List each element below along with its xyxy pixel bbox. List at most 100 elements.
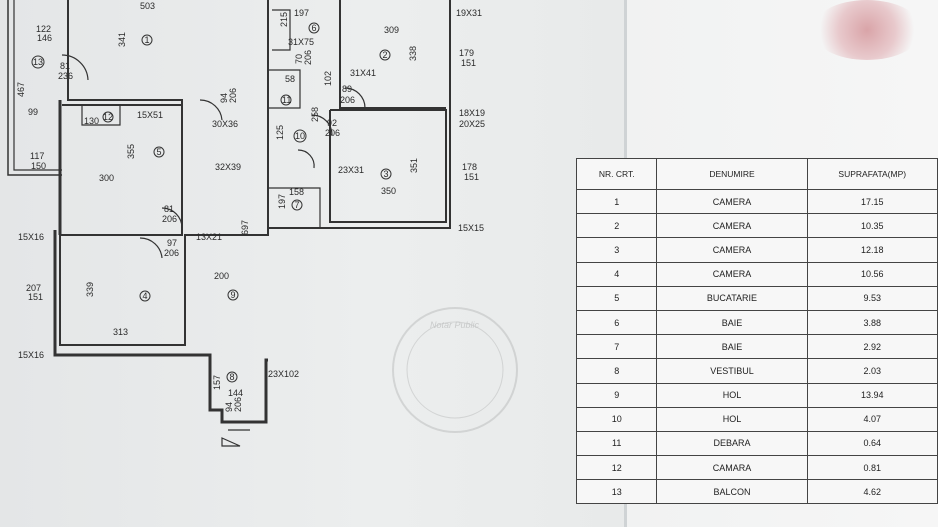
cell-name: CAMARA (656, 455, 808, 481)
dim-117: 117 (30, 151, 44, 161)
room-8-number: 8 (230, 372, 235, 382)
dim-197: 197 (294, 8, 309, 18)
dim-206b: 206 (340, 95, 355, 105)
dim-94a: 94 (219, 93, 229, 103)
notary-stamp: Notar Public (392, 307, 518, 433)
room-12-number: 12 (103, 112, 113, 122)
dim-130: 130 (84, 116, 99, 126)
dim-99: 99 (28, 107, 38, 117)
room-9-number: 9 (231, 290, 236, 300)
cell-name: CAMERA (656, 188, 808, 215)
dim-200: 200 (214, 271, 229, 281)
cell-nr: 12 (575, 455, 658, 481)
room-3-number: 3 (384, 169, 389, 179)
cell-name: HOL (656, 382, 808, 408)
dim-178: 178 (462, 162, 477, 172)
dim-503: 503 (140, 1, 155, 11)
dim-20x25: 20X25 (459, 119, 485, 129)
dim-151c: 151 (28, 292, 43, 302)
cell-name: CAMERA (656, 237, 808, 263)
header-name: DENUMIRE (656, 158, 808, 190)
dim-313: 313 (113, 327, 128, 337)
cell-name: DEBARA (656, 430, 808, 457)
dim-350: 350 (381, 186, 396, 196)
cell-name: CAMERA (656, 213, 808, 239)
dim-15x16a: 15X16 (18, 232, 44, 242)
dim-300: 300 (99, 173, 114, 183)
floor-plan: Notar Public 1 2 (7, 0, 518, 447)
dim-30x36: 30X36 (212, 119, 238, 129)
dim-157: 157 (212, 375, 222, 390)
cell-nr: 13 (575, 479, 658, 505)
cell-area: 10.56 (806, 261, 938, 287)
cell-name: VESTIBUL (656, 358, 808, 384)
room-2-number: 2 (383, 50, 388, 60)
room-11-number: 11 (282, 95, 291, 105)
cell-area: 2.03 (806, 358, 938, 384)
dim-339: 339 (85, 282, 95, 297)
dim-258: 258 (310, 107, 320, 122)
stamp-text: Notar Public (430, 320, 480, 330)
dim-81a: 81 (60, 61, 70, 71)
dim-467: 467 (16, 82, 26, 97)
dim-144: 144 (228, 388, 243, 398)
dim-15x51: 15X51 (137, 110, 163, 120)
dim-122: 122 (36, 24, 51, 34)
dim-206f: 206 (164, 248, 179, 258)
cell-area: 0.81 (806, 455, 938, 481)
cell-name: CAMERA (656, 261, 808, 287)
dim-215: 215 (279, 12, 289, 27)
room-numbers: 1 2 3 4 5 6 7 8 9 10 11 12 13 (31, 22, 392, 383)
cell-area: 9.53 (806, 285, 938, 311)
dim-206d: 206 (325, 128, 340, 138)
cell-name: BALCON (656, 479, 808, 505)
dim-338: 338 (408, 46, 418, 61)
dim-206a: 206 (303, 50, 313, 65)
cell-area: 12.18 (806, 237, 938, 263)
dim-70: 70 (294, 54, 304, 64)
room-7-number: 7 (295, 200, 300, 210)
dimension-labels: 503 341 197 215 309 338 19X31 179 151 12… (16, 1, 485, 412)
dim-18x19: 18X19 (459, 108, 485, 118)
cell-area: 10.35 (806, 213, 938, 239)
room-13-number: 13 (33, 57, 43, 67)
cell-nr: 10 (575, 406, 658, 432)
cell-nr: 6 (575, 309, 658, 336)
blurred-watermark (812, 0, 922, 60)
dim-197b: 197 (277, 194, 287, 209)
cell-nr: 2 (575, 213, 658, 239)
room-1-number: 1 (145, 35, 150, 45)
dim-89: 89 (342, 84, 352, 94)
dim-23x102: 23X102 (268, 369, 299, 379)
room-10-number: 10 (295, 131, 305, 141)
dim-125: 125 (275, 125, 285, 140)
dim-236: 236 (58, 71, 73, 81)
header-nr: NR. CRT. (575, 158, 658, 190)
cell-area: 2.92 (806, 334, 938, 360)
dim-32x39: 32X39 (215, 162, 241, 172)
dim-23x31: 23X31 (338, 165, 364, 175)
cell-area: 17.15 (806, 188, 938, 215)
dim-351: 351 (409, 158, 419, 173)
room-4-number: 4 (143, 291, 148, 301)
dim-309: 309 (384, 25, 399, 35)
dim-697: 697 (240, 220, 250, 235)
cell-name: BAIE (656, 334, 808, 360)
dim-150: 150 (31, 161, 46, 171)
dim-92: 92 (327, 118, 337, 128)
cell-nr: 5 (575, 285, 658, 311)
room-6-number: 6 (312, 23, 317, 33)
table-header-row: NR. CRT. DENUMIRE SUPRAFATA(MP) (575, 158, 938, 190)
header-area: SUPRAFATA(MP) (806, 158, 938, 190)
